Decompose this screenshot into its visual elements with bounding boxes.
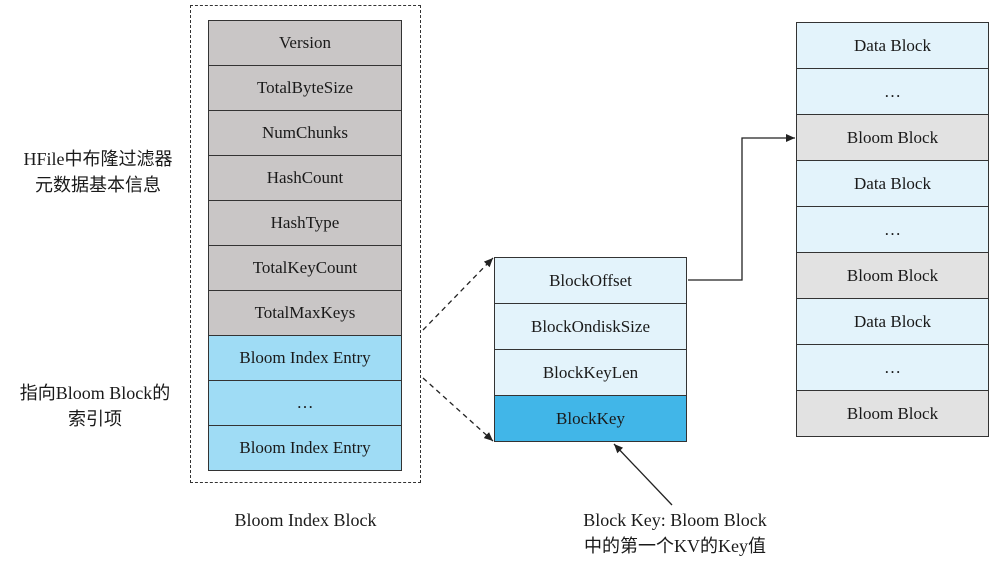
entry-row-blockoffset: BlockOffset	[494, 257, 687, 304]
meta-row-totalmaxkeys: TotalMaxKeys	[208, 290, 402, 336]
entry-row-blockkey: BlockKey	[494, 395, 687, 442]
meta-row-totalbytesize: TotalByteSize	[208, 65, 402, 111]
meta-row-version: Version	[208, 20, 402, 66]
blockkey-note-line2: 中的第一个KV的Key值	[584, 536, 766, 556]
hfile-block-bloom-3: Bloom Block	[796, 390, 989, 437]
hfile-block-bloom-2: Bloom Block	[796, 252, 989, 299]
entry-row-blockkeylen: BlockKeyLen	[494, 349, 687, 396]
bloom-index-entry-ellipsis: …	[208, 380, 402, 426]
metadata-label: HFile中布隆过滤器 元数据基本信息	[8, 146, 188, 198]
blockkey-note: Block Key: Bloom Block 中的第一个KV的Key值	[540, 507, 810, 559]
bloom-index-entry-first: Bloom Index Entry	[208, 335, 402, 381]
entry-label-line1: 指向Bloom Block的	[19, 383, 171, 403]
entry-row-blockondisksize: BlockOndiskSize	[494, 303, 687, 350]
hfile-block-data-1: Data Block	[796, 22, 989, 69]
blockkey-note-arrow	[613, 443, 673, 506]
entry-label: 指向Bloom Block的 索引项	[2, 380, 188, 432]
zoom-dashed-line-bottom	[422, 377, 494, 442]
zoom-dashed-line-top	[422, 257, 494, 331]
hfile-block-data-3: Data Block	[796, 298, 989, 345]
bloom-index-block-title: Bloom Index Block	[234, 510, 377, 530]
bloom-index-block-border	[190, 5, 421, 483]
entry-label-line2: 索引项	[68, 409, 122, 429]
metadata-label-line1: HFile中布隆过滤器	[23, 149, 173, 169]
hfile-block-ellipsis-3: …	[796, 344, 989, 391]
metadata-label-line2: 元数据基本信息	[35, 175, 161, 195]
bloom-index-entry-last: Bloom Index Entry	[208, 425, 402, 471]
meta-row-hashtype: HashType	[208, 200, 402, 246]
hfile-block-ellipsis-2: …	[796, 206, 989, 253]
meta-row-totalkeycount: TotalKeyCount	[208, 245, 402, 291]
hfile-block-ellipsis-1: …	[796, 68, 989, 115]
hfile-block-bloom-1: Bloom Block	[796, 114, 989, 161]
offset-pointer-arrow	[688, 134, 795, 281]
meta-row-numchunks: NumChunks	[208, 110, 402, 156]
blockkey-note-line1: Block Key: Bloom Block	[583, 510, 767, 530]
hfile-block-data-2: Data Block	[796, 160, 989, 207]
meta-row-hashcount: HashCount	[208, 155, 402, 201]
